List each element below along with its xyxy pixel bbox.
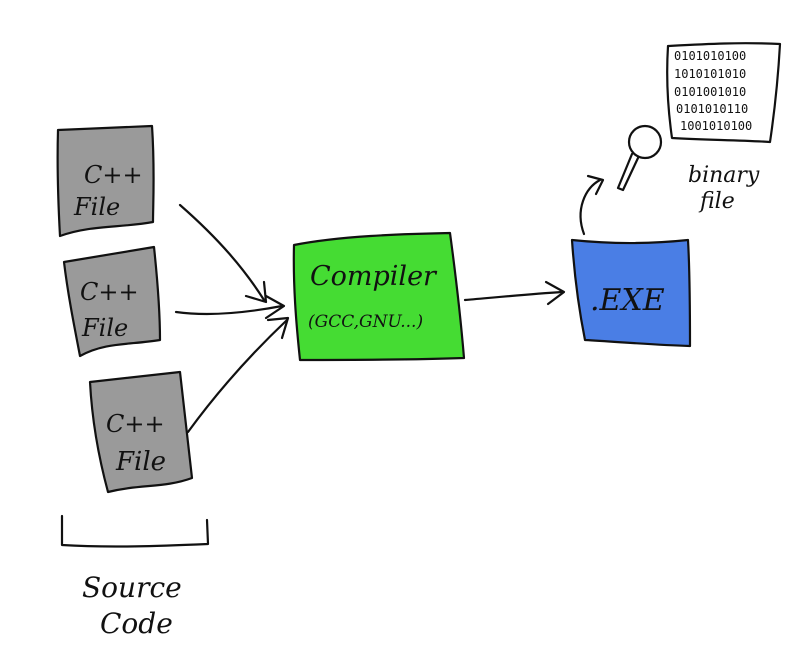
cpp-file-1-shape: [56, 124, 155, 238]
source-code-line1: Source: [82, 571, 182, 604]
cpp-file-2: C++ File: [62, 245, 162, 358]
exe-node: .EXE: [570, 238, 692, 348]
binary-row-1: 0101010100: [674, 49, 746, 63]
source-code-line2: Code: [100, 607, 173, 640]
binary-label-line1: binary: [688, 163, 760, 188]
binary-row-3: 0101001010: [674, 85, 746, 99]
handle: [616, 152, 640, 192]
cpp-file-2-shape: [62, 245, 162, 358]
cpp-file-1-line2: File: [73, 193, 120, 221]
arrow-file-3: [186, 318, 289, 434]
binary-row-2: 1010101010: [674, 67, 746, 81]
cpp-file-1-line1: C++: [84, 161, 143, 189]
arrow-file-2-head: [264, 294, 286, 320]
exe-label: .EXE: [590, 283, 665, 318]
compiler-subtitle: (GCC,GNU...): [308, 312, 423, 332]
lens: [627, 124, 663, 160]
arrow-line: [463, 290, 564, 302]
binary-digits: 0101010100 1010101010 0101001010 0101010…: [674, 49, 752, 133]
compiler-node: Compiler (GCC,GNU...): [292, 231, 466, 362]
compiler-shape: [292, 231, 466, 362]
cpp-file-3: C++ File: [88, 370, 194, 494]
binary-file-shape: [666, 42, 782, 144]
source-code-bracket: Source Code: [60, 514, 210, 640]
compiler-title: Compiler: [310, 261, 438, 292]
magnifying-glass-icon: [616, 124, 663, 192]
exe-to-binary-arrow: [579, 174, 605, 236]
cpp-file-3-line2: File: [115, 447, 166, 477]
compiler-to-exe-arrow: [463, 280, 566, 306]
binary-row-5: 1001010100: [680, 119, 752, 133]
arrow-head: [544, 280, 566, 306]
cpp-file-3-line1: C++: [106, 410, 165, 438]
cpp-file-3-shape: [88, 370, 194, 494]
file-arrows: [174, 203, 290, 434]
binary-label-line2: file: [698, 189, 735, 214]
cpp-file-1: C++ File: [56, 124, 155, 238]
binary-row-4: 0101010110: [676, 102, 748, 116]
arrow-file-3-head: [266, 316, 290, 340]
cpp-file-2-line2: File: [81, 314, 128, 342]
arrow-file-2: [174, 304, 284, 316]
curve-arrow-head: [586, 174, 605, 196]
bracket-line: [60, 514, 210, 548]
cpp-file-2-line1: C++: [80, 278, 139, 306]
arrow-file-1-head: [244, 280, 268, 304]
exe-shape: [570, 238, 692, 348]
curve-arrow: [579, 178, 602, 236]
binary-file: 0101010100 1010101010 0101001010 0101010…: [666, 42, 782, 214]
arrow-file-1: [178, 203, 266, 302]
